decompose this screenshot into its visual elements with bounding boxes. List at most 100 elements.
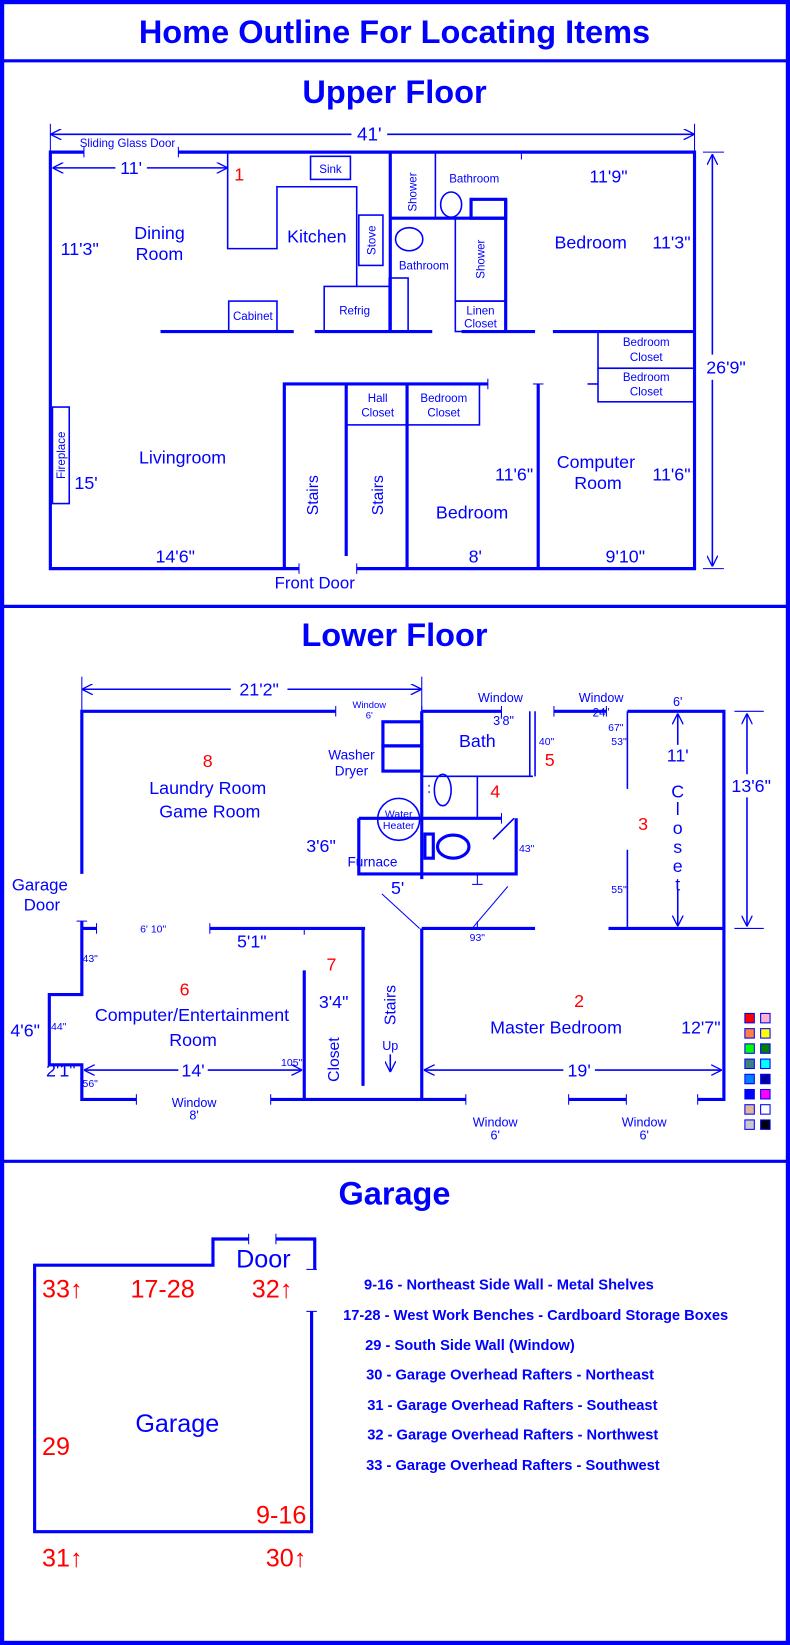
- upper-floor-heading: Upper Floor: [302, 74, 487, 110]
- dim-11-6-a: 11'6": [495, 464, 533, 484]
- legend-item: 17-28 - West Work Benches - Cardboard St…: [343, 1308, 728, 1324]
- closet-vertical-label: C l o s e t: [671, 781, 684, 894]
- dim-105: 105": [281, 1058, 302, 1069]
- dim-43: 43": [519, 844, 535, 855]
- stairs-label: Stairs: [305, 475, 322, 515]
- computer-entertainment-label: Computer/Entertainment: [95, 1005, 289, 1025]
- dim-93: 93": [470, 933, 486, 944]
- closet-letter: o: [673, 818, 683, 838]
- upper-floor-plan: Upper Floor 41' Sliding Glass Door 11' 1…: [48, 74, 753, 593]
- dim-8: 8': [469, 546, 482, 566]
- sliding-door-label: Sliding Glass Door: [80, 138, 176, 150]
- bathroom-lower-label: Bathroom: [399, 261, 449, 273]
- dim-11: 11': [120, 158, 142, 178]
- closet-letter: t: [675, 875, 680, 895]
- closet-label: Closet: [326, 1037, 343, 1082]
- water-heater-label-2: Heater: [383, 821, 415, 832]
- garage-marker-29: 29: [42, 1433, 70, 1461]
- refrig-label: Refrig: [339, 306, 370, 318]
- dim-11: 11': [667, 746, 689, 766]
- dim-21-2: 21'2": [239, 680, 278, 700]
- dim-11-9: 11'9": [589, 167, 627, 187]
- stairs-label: Stairs: [370, 475, 387, 515]
- dim-6-10: 6' 10": [140, 925, 166, 936]
- color-swatch: [760, 1028, 771, 1039]
- cabinet-label: Cabinet: [233, 311, 274, 323]
- bathroom-top-label: Bathroom: [449, 174, 499, 186]
- lower-floor-heading: Lower Floor: [301, 617, 487, 653]
- garage-plan: Garage Door Garage 33↑ 17-28 32↑ 29 9-16…: [33, 1175, 728, 1572]
- dim-12-7: 12'7": [681, 1017, 720, 1037]
- location-marker-3: 3: [638, 814, 648, 834]
- computer-entertainment-label-2: Room: [169, 1030, 217, 1050]
- dining-room-label-2: Room: [136, 244, 184, 264]
- laundry-room-label: Laundry Room: [149, 778, 266, 798]
- dim-11-6-b: 11'6": [652, 464, 690, 484]
- garage-marker-31: 31↑: [42, 1544, 83, 1572]
- color-swatch: [760, 1058, 771, 1070]
- garage-marker-17-28: 17-28: [130, 1276, 194, 1304]
- location-marker-8: 8: [203, 751, 213, 771]
- bedroom-closet: [406, 383, 481, 426]
- garage-door-label: Door: [236, 1245, 291, 1273]
- dining-room-label: Dining: [134, 223, 185, 243]
- closet-label: Bedroom: [623, 372, 670, 384]
- location-marker-6: 6: [180, 980, 190, 1000]
- dim-3-8: 3'8": [493, 714, 514, 728]
- fireplace: [51, 406, 71, 505]
- livingroom-label: Livingroom: [139, 448, 226, 468]
- closet-label: Bedroom: [623, 337, 670, 349]
- window-size: 6': [490, 1128, 499, 1142]
- location-marker-1: 1: [234, 164, 244, 184]
- dim-5: 5': [391, 878, 404, 898]
- tub-icon: [394, 226, 424, 252]
- linen-closet-label: Linen: [466, 306, 494, 318]
- toilet-tank: [423, 832, 435, 860]
- color-swatch: [760, 1104, 771, 1115]
- legend-item: 33 - Garage Overhead Rafters - Southwest: [366, 1458, 660, 1474]
- garage-marker-33: 33↑: [42, 1276, 83, 1304]
- garage-legend: 9-16 - Northeast Side Wall - Metal Shelv…: [343, 1277, 728, 1473]
- hall-closet-label-2: Closet: [361, 407, 394, 419]
- window-label: Window: [478, 691, 524, 705]
- sink-vanity: [469, 197, 508, 220]
- garage-marker-9-16: 9-16: [256, 1501, 306, 1529]
- closet-label: Closet: [630, 387, 663, 399]
- dim-5-1: 5'1": [237, 931, 267, 951]
- bedroom-closet: [597, 367, 696, 403]
- dim-3-4: 3'4": [319, 992, 349, 1012]
- dryer-label: Dryer: [335, 763, 369, 778]
- color-swatch: [760, 1119, 771, 1130]
- legend-item: 32 - Garage Overhead Rafters - Northwest: [367, 1427, 658, 1443]
- stairs-label: Stairs: [383, 985, 400, 1025]
- garage-marker-30: 30↑: [266, 1544, 307, 1572]
- window-size: 24": [593, 708, 610, 720]
- sink: [309, 155, 352, 181]
- toilet-icon: [433, 773, 452, 807]
- game-room-label: Game Room: [159, 801, 260, 821]
- furnace-label: Furnace: [347, 855, 397, 870]
- garage-room-label: Garage: [135, 1410, 219, 1438]
- garage-door-label: Garage: [12, 876, 68, 895]
- front-door-label: Front Door: [275, 574, 356, 593]
- window-label: Window: [622, 1116, 668, 1130]
- color-swatch: [760, 1073, 771, 1085]
- bath-label: Bath: [459, 731, 496, 751]
- window-size: 6': [366, 711, 373, 722]
- lower-floor-plan: Lower Floor 21'2" Window 6' Window 3'8" …: [10, 617, 777, 1142]
- dim-13-6: 13'6": [731, 776, 770, 796]
- water-heater: [376, 797, 421, 842]
- color-swatch: [744, 1012, 755, 1024]
- computer-room-label-2: Room: [574, 473, 622, 493]
- stove: [358, 214, 384, 267]
- legend-item: 30 - Garage Overhead Rafters - Northeast: [366, 1368, 654, 1384]
- legend-item: 29 - South Side Wall (Window): [365, 1338, 575, 1354]
- window-size: 8': [189, 1108, 198, 1122]
- dim-26-9: 26'9": [706, 357, 745, 377]
- toilet-icon: [435, 833, 471, 860]
- closet-letter: e: [673, 856, 683, 876]
- hall-closet-label: Hall: [368, 393, 388, 405]
- dim-14-6: 14'6": [155, 546, 194, 566]
- color-swatch: [744, 1028, 755, 1039]
- bedroom-ne-label: Bedroom: [554, 233, 626, 253]
